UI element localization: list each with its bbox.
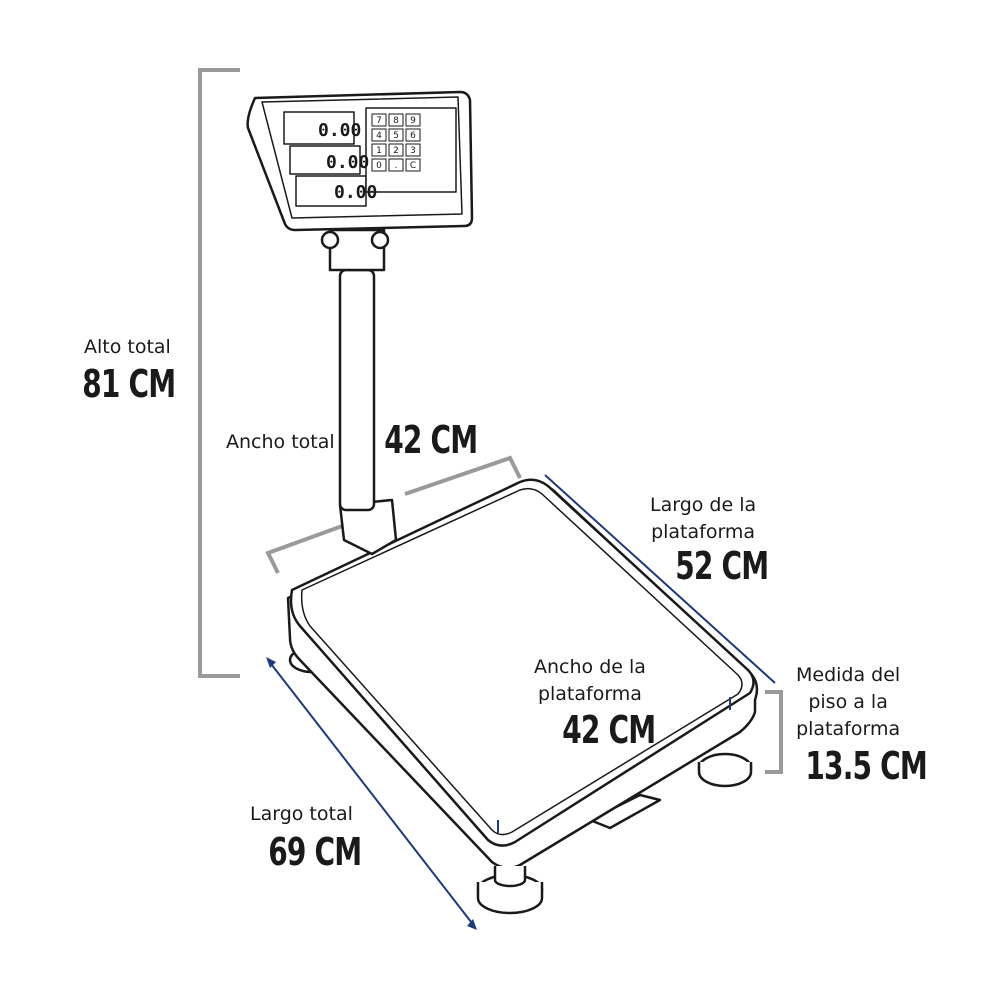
total-length-label: Largo total [250, 803, 353, 825]
keypad-key-label: 0 [376, 161, 382, 171]
floor-to-platform-value: 13.5 CM [805, 744, 928, 788]
floor-label-line1: Medida del [796, 664, 901, 686]
platform-width-label: Ancho de la plataforma [534, 654, 646, 708]
keypad: 7 8 9 4 5 6 1 2 3 0. C [371, 113, 421, 172]
keypad-key [388, 128, 404, 142]
keypad-key [405, 128, 421, 142]
keypad-key-label: 2 [393, 146, 399, 156]
display-window-1 [283, 111, 355, 145]
platform-length-label-line1: Largo de la [650, 494, 757, 516]
keypad-key-label: 9 [410, 116, 416, 126]
foot-front-stem [493, 866, 527, 888]
keypad-key-label: 3 [410, 146, 416, 156]
total-width-bracket [265, 523, 346, 574]
head-knob-right [370, 230, 390, 250]
platform-length-label-line2: plataforma [651, 521, 756, 543]
foot-back-right-base [697, 762, 753, 788]
keypad-key-label: 8 [393, 116, 399, 126]
arrow-head-top [266, 657, 276, 668]
readout-2: 0.00 [326, 152, 369, 173]
keypad-key [371, 143, 387, 157]
floor-label-line2: piso a la [808, 691, 888, 713]
keypad-key [371, 158, 387, 172]
total-length-line [267, 659, 476, 928]
floor-to-platform-label: Medida del piso a la plataforma [796, 662, 900, 743]
keypad-key [388, 143, 404, 157]
keypad-key [371, 128, 387, 142]
display-window-2 [289, 145, 361, 175]
floor-label-line3: plataforma [796, 718, 901, 740]
total-width-value: 42 CM [384, 418, 478, 462]
total-length-value: 69 CM [268, 830, 362, 874]
pole-mount [338, 498, 398, 556]
total-height-label: Alto total [84, 336, 171, 358]
keypad-key-label: 1 [376, 146, 382, 156]
total-width-label: Ancho total [226, 431, 335, 453]
platform-length-label: Largo de la plataforma [650, 492, 756, 546]
keypad-key-label: C [410, 161, 416, 171]
total-height-value: 81 CM [82, 362, 176, 406]
keypad-key-label: . [395, 161, 398, 171]
platform-width-label-line1: Ancho de la [534, 656, 646, 678]
head-joint [328, 228, 386, 272]
keypad-key [405, 158, 421, 172]
keypad-key [388, 113, 404, 127]
display-window-3 [295, 175, 367, 207]
keypad-key [405, 113, 421, 127]
height-bracket [198, 68, 240, 678]
platform-inner [300, 487, 743, 836]
readout-1: 0.00 [318, 120, 361, 141]
readout-3: 0.00 [334, 182, 377, 203]
platform-width-label-line2: plataforma [537, 683, 642, 705]
floor-bracket [765, 690, 783, 774]
keypad-key-label: 5 [393, 131, 399, 141]
keypad-key [405, 143, 421, 157]
keypad-key [388, 158, 404, 172]
keypad-key-label: 7 [376, 116, 382, 126]
keypad-key [371, 113, 387, 127]
keypad-key-label: 4 [376, 131, 382, 141]
platform-length-line [544, 474, 776, 684]
head-knob-left [320, 230, 340, 250]
platform-width-value: 42 CM [562, 708, 656, 752]
platform-length-value: 52 CM [675, 544, 769, 588]
arrow-head-bottom [467, 919, 477, 930]
keypad-key-label: 6 [410, 131, 416, 141]
foot-front-base [476, 882, 544, 915]
total-width-bracket-right [404, 455, 522, 496]
pole [338, 268, 376, 512]
